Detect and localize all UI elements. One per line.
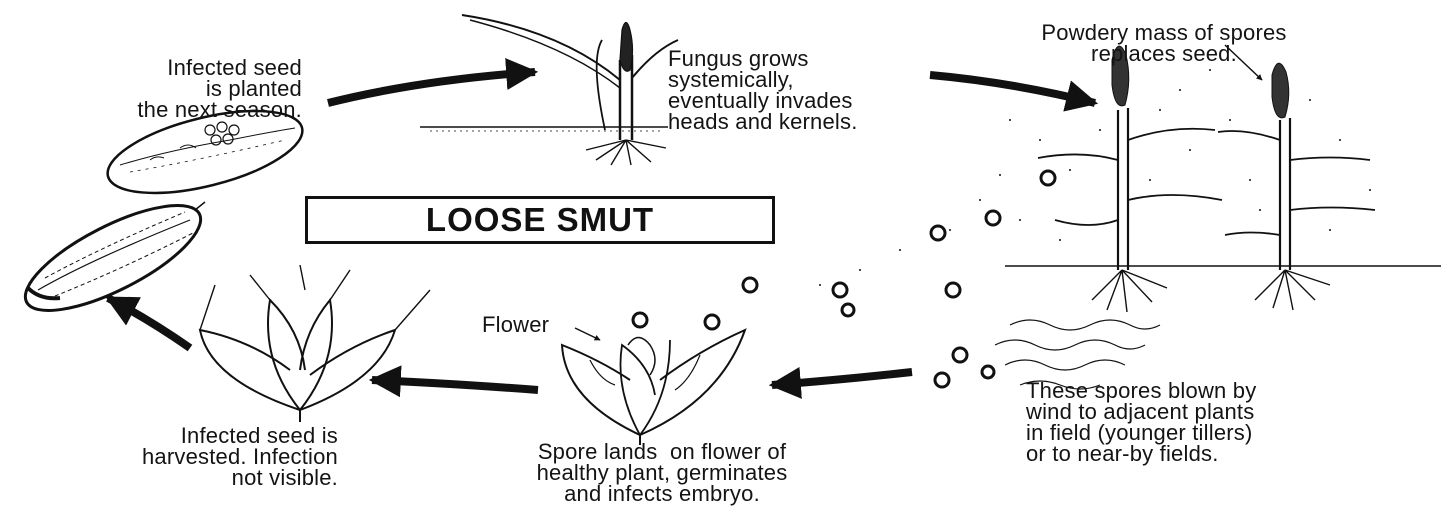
stage-wind-label: These spores blown by wind to adjacent p… (1026, 380, 1256, 464)
arrow-planted-to-grows (328, 72, 535, 103)
harvested-seed-icon (12, 185, 214, 330)
arrow-head-to-seed (108, 298, 190, 348)
stage-grows-label: Fungus grows systemically, eventually in… (668, 48, 858, 132)
young-plant-icon (420, 15, 678, 165)
arrow-grows-to-spores (930, 75, 1095, 103)
stage-harvested-label: Infected seed is harvested. Infection no… (142, 425, 338, 488)
flower-label: Flower (482, 314, 549, 335)
stage-spores-replace-label: Powdery mass of spores replaces seed. (964, 22, 1364, 64)
flower-icon (562, 328, 745, 445)
arrow-wind-to-flower (772, 372, 912, 385)
diagram-title: LOOSE SMUT (426, 201, 654, 239)
title-box: LOOSE SMUT (305, 196, 775, 244)
arrow-flower-to-head (372, 380, 538, 390)
harvested-head-icon (200, 265, 430, 422)
smutted-plants-icon (1005, 45, 1441, 312)
stage-lands-label: Spore lands on flower of healthy plant, … (452, 441, 872, 504)
stage-planted-label: Infected seed is planted the next season… (137, 57, 302, 120)
